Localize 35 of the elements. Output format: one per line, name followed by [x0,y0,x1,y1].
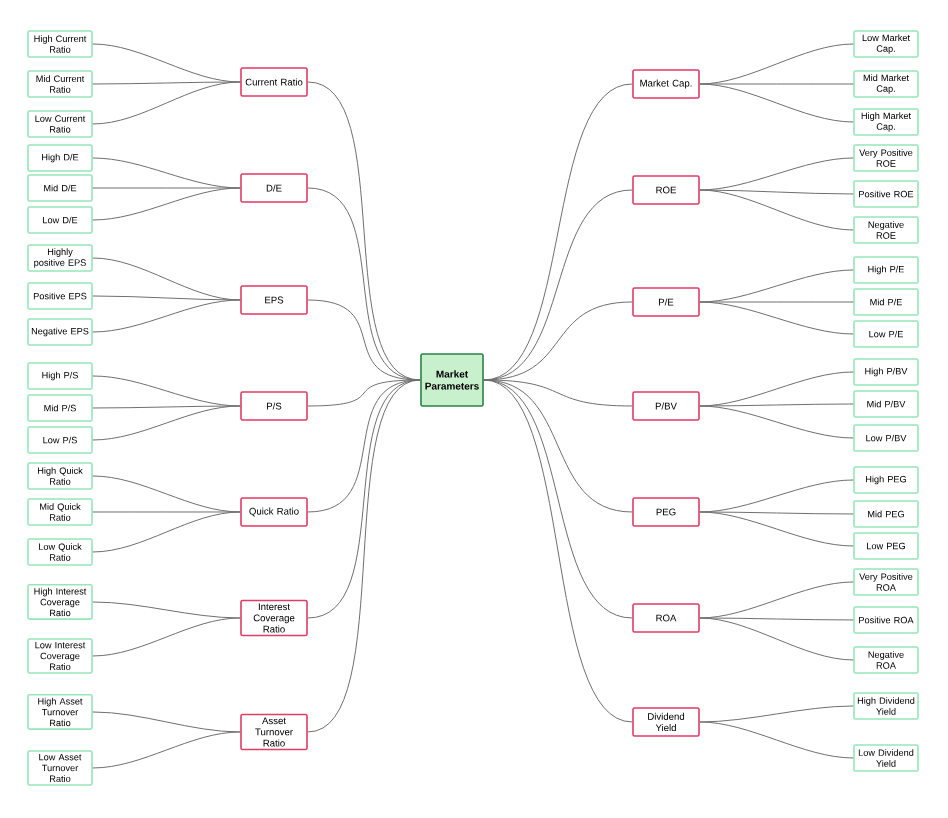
connector-line [307,379,421,407]
connector-line [699,721,854,759]
connector-line [92,601,241,619]
connector-line [699,189,854,195]
connector-line [699,405,854,439]
connector-line [483,379,633,619]
connector-line [699,617,854,621]
connector-line [92,511,241,513]
connector-line [699,511,854,547]
connector-line [699,705,854,723]
connector-line [699,189,854,231]
connector-line [699,511,854,515]
connector-line [92,187,241,189]
connector-line [92,711,241,733]
connector-line [307,379,421,733]
connector-line [92,81,241,125]
connector-line [92,405,241,409]
connector-line [483,379,633,407]
connector-line [92,81,241,85]
connector-line [92,731,241,769]
connector-line [307,379,421,513]
connector-line [699,83,854,123]
connector-line [699,617,854,661]
connector-line [483,379,633,513]
connector-line [699,301,854,303]
connector-line [92,299,241,333]
connector-line [699,83,854,85]
connector-line [92,511,241,553]
connector-line [699,301,854,335]
connector-line [92,295,241,301]
connector-line [92,405,241,441]
connector-line [92,187,241,221]
connector-line [483,379,633,723]
connector-line [699,403,854,407]
connector-line [92,617,241,657]
